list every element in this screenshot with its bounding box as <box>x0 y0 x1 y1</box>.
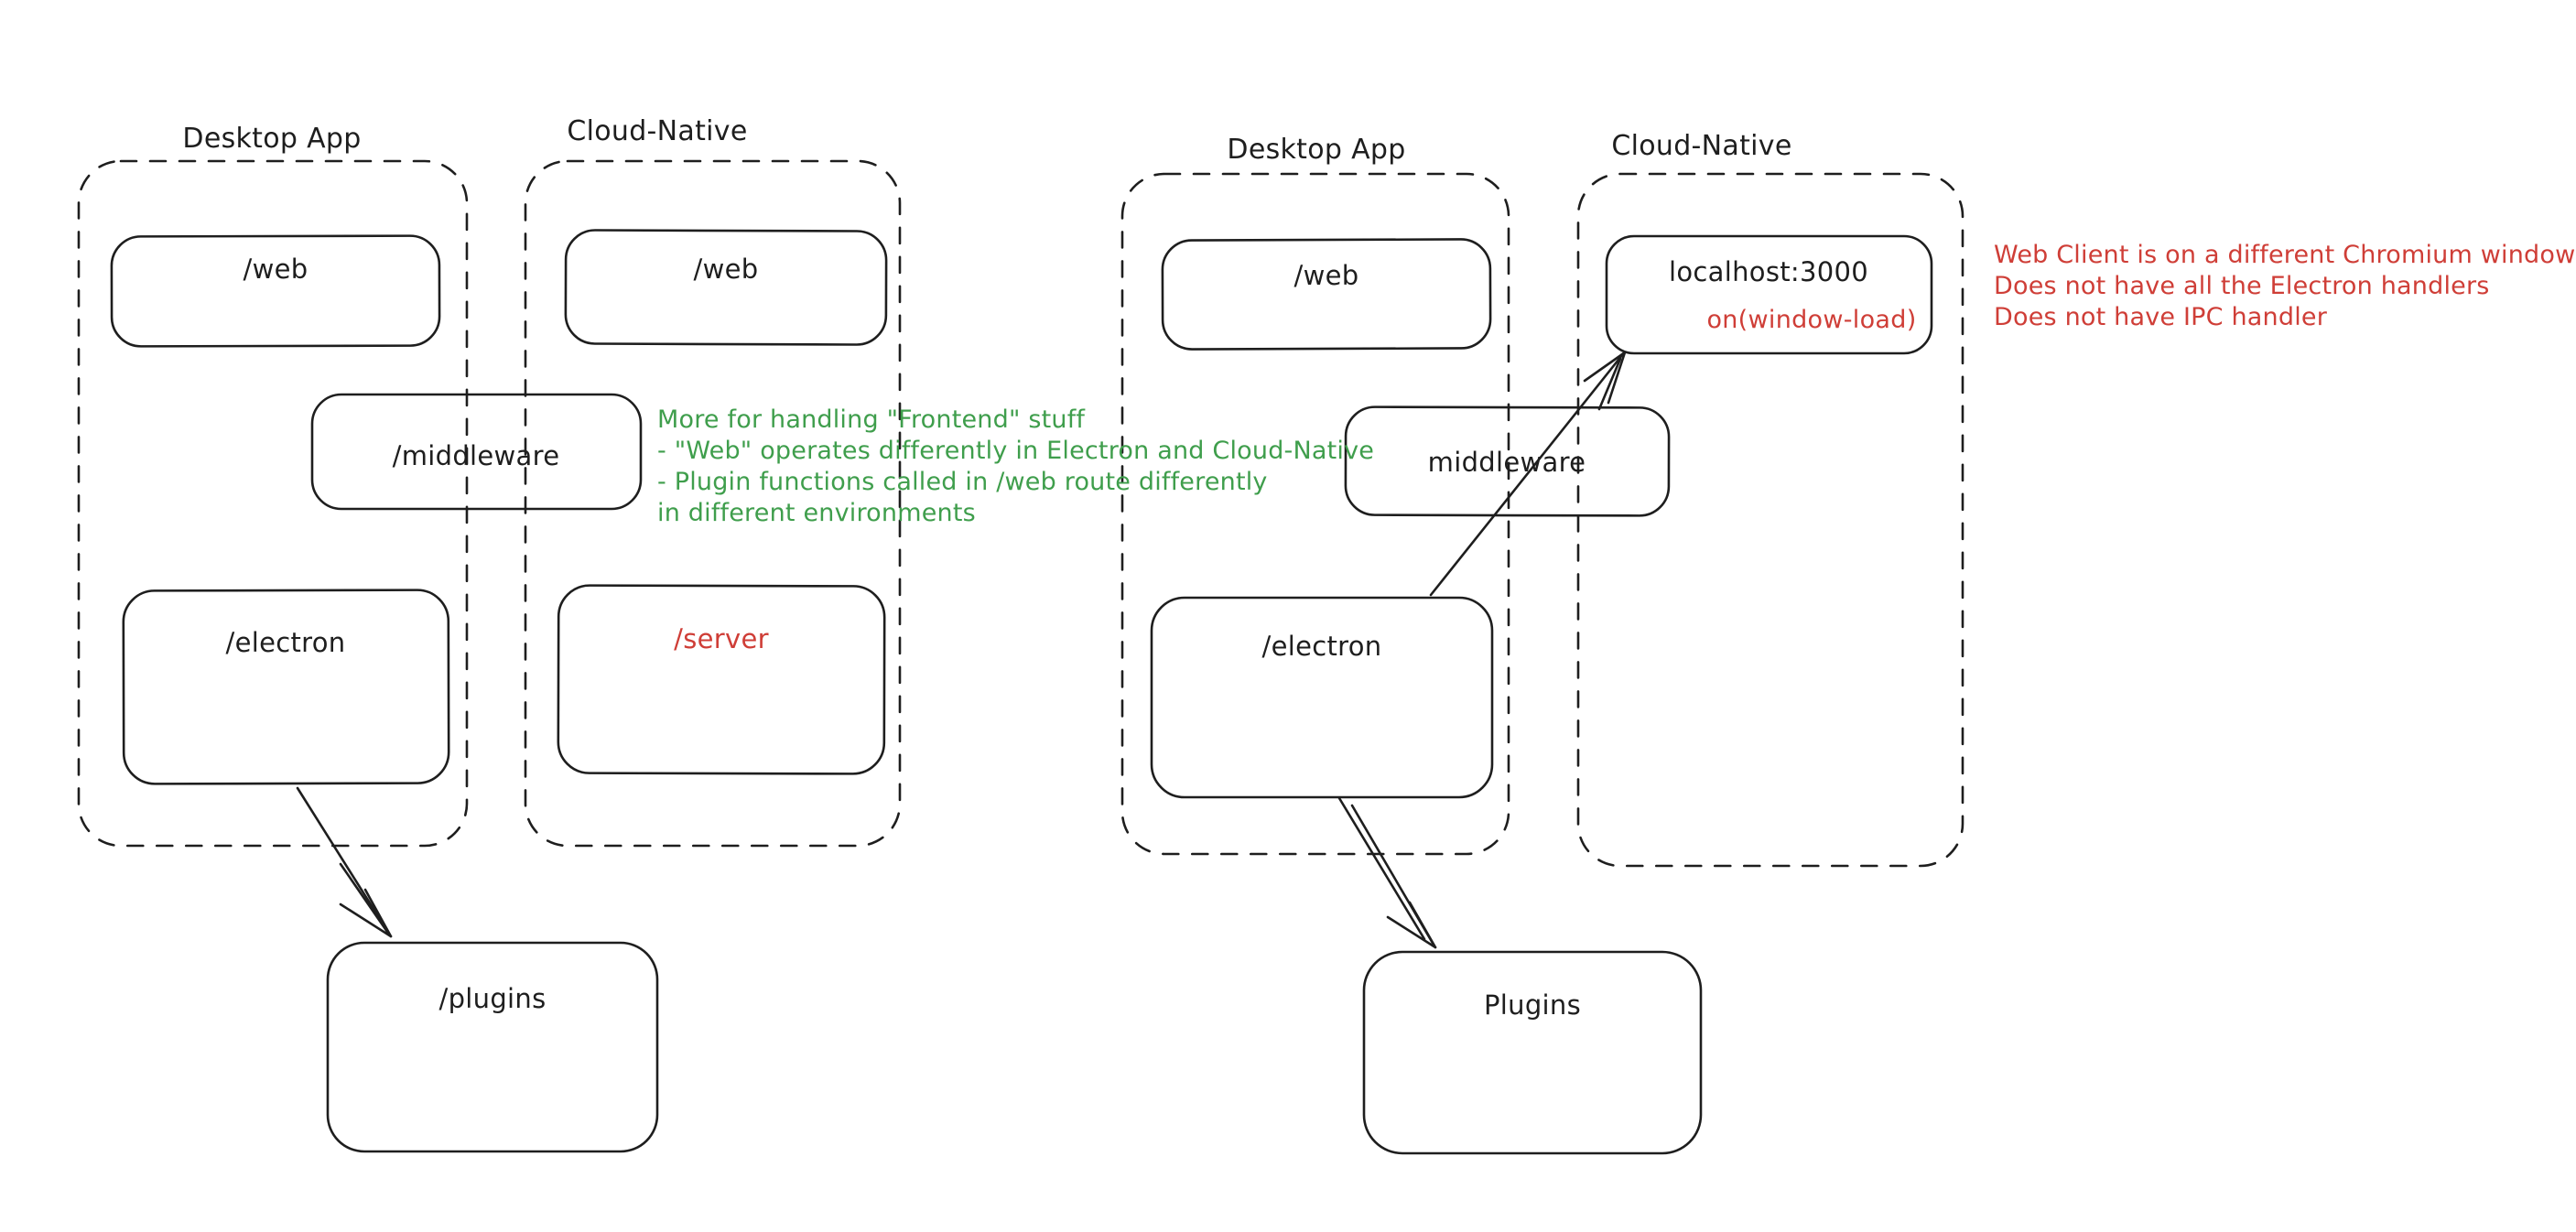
label-web-cloud-left[interactable]: /web <box>693 254 759 285</box>
box-plugins-left[interactable] <box>326 941 659 1153</box>
container-desktop-right[interactable] <box>1120 172 1510 856</box>
group-title-desktop-left[interactable]: Desktop App <box>182 123 362 155</box>
box-electron-left[interactable] <box>122 589 450 785</box>
note-green-line-3: - Plugin functions called in /web route … <box>657 468 1268 496</box>
box-localhost-right[interactable] <box>1605 234 1933 355</box>
box-plugins-right[interactable] <box>1362 950 1703 1155</box>
label-web-desktop-left[interactable]: /web <box>243 254 308 285</box>
label-window-load[interactable]: on(window-load) <box>1706 306 1917 334</box>
note-webclient-red[interactable]: Web Client is on a different Chromium wi… <box>1994 240 2575 333</box>
label-middleware-left[interactable]: /middleware <box>392 440 560 471</box>
box-middleware-left[interactable] <box>310 393 643 511</box>
container-desktop-left[interactable] <box>77 159 469 848</box>
box-web-desktop-right[interactable] <box>1161 238 1492 351</box>
group-title-cloud-right[interactable]: Cloud-Native <box>1611 130 1792 162</box>
box-server-left[interactable] <box>557 584 886 775</box>
label-plugins-left[interactable]: /plugins <box>438 983 547 1014</box>
note-green-line-4: in different environments <box>657 499 976 527</box>
label-middleware-right[interactable]: middleware <box>1427 447 1586 478</box>
label-web-desktop-right[interactable]: /web <box>1293 260 1359 291</box>
container-cloud-right[interactable] <box>1576 172 1964 868</box>
box-web-desktop-left[interactable] <box>110 234 441 348</box>
arrow-electron-to-plugins-right[interactable] <box>1337 796 1437 949</box>
group-title-cloud-left[interactable]: Cloud-Native <box>567 115 748 147</box>
group-title-desktop-right[interactable]: Desktop App <box>1227 134 1406 166</box>
arrow-electron-to-plugins-left[interactable] <box>296 786 393 938</box>
label-plugins-right[interactable]: Plugins <box>1484 989 1581 1021</box>
note-green-line-1: More for handling "Frontend" stuff <box>657 405 1086 434</box>
box-web-cloud-left[interactable] <box>564 229 888 346</box>
label-server-left[interactable]: /server <box>674 623 769 654</box>
note-red-line-3: Does not have IPC handler <box>1994 303 2328 331</box>
box-middleware-right[interactable] <box>1344 405 1671 517</box>
note-red-line-2: Does not have all the Electron handlers <box>1994 272 2490 300</box>
note-red-line-1: Web Client is on a different Chromium wi… <box>1994 241 2576 269</box>
note-frontend-green[interactable]: More for handling "Frontend" stuff - "We… <box>657 405 1374 529</box>
arrow-electron-to-localhost[interactable] <box>1429 351 1627 597</box>
box-electron-right[interactable] <box>1150 596 1494 799</box>
container-cloud-left[interactable] <box>524 159 902 848</box>
label-electron-left[interactable]: /electron <box>225 627 346 658</box>
label-localhost[interactable]: localhost:3000 <box>1669 256 1868 287</box>
note-green-line-2: - "Web" operates differently in Electron… <box>657 437 1375 465</box>
label-electron-right[interactable]: /electron <box>1261 631 1382 662</box>
